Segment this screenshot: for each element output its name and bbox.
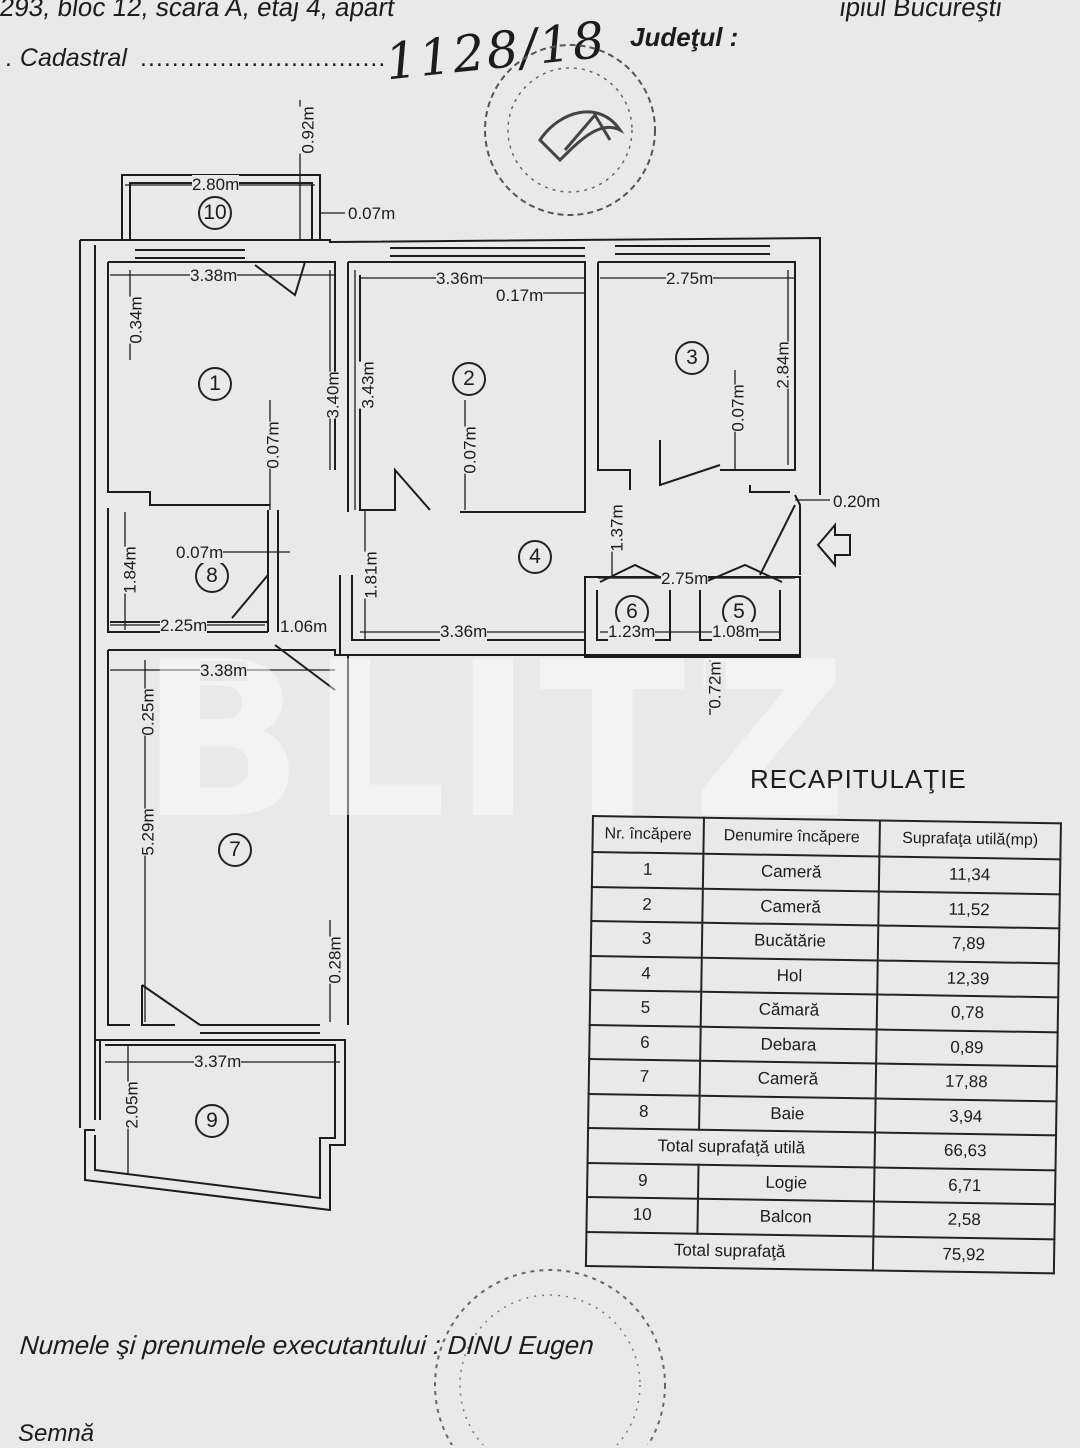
dim-label: 3.38m: [190, 266, 238, 286]
dim-label: 0.07m: [728, 384, 749, 432]
cell: Baie: [699, 1095, 876, 1133]
dim-label: 3.38m: [200, 661, 248, 681]
room-number-1: 1: [198, 367, 232, 401]
dim-label: 3.37m: [194, 1052, 242, 1072]
cell: Balcon: [697, 1198, 874, 1236]
dim-label: 1.81m: [361, 551, 382, 599]
cadastral-label: . Cadastral: [6, 44, 127, 72]
total-useful-label: Total suprafaţă utilă: [587, 1127, 876, 1167]
room-number-7: 7: [218, 833, 252, 867]
dim-label: 2.25m: [160, 616, 208, 636]
dim-label: 3.40m: [323, 371, 344, 419]
cell: Bucătărie: [701, 922, 879, 961]
official-stamp-bottom: [434, 1269, 666, 1445]
cell: 0,89: [876, 1028, 1058, 1067]
cell: 4: [590, 955, 702, 992]
header-room-no: Nr. încăpere: [592, 816, 704, 854]
cell: 3,94: [875, 1097, 1057, 1136]
cell: 5: [589, 989, 702, 1027]
cell: 6: [589, 1024, 701, 1061]
cell: 9: [586, 1162, 699, 1199]
dim-label: 0.72m: [705, 661, 726, 709]
cell: Cămară: [700, 991, 878, 1029]
cell: 3: [590, 921, 703, 958]
cell: 7: [588, 1058, 701, 1096]
total-row: Total suprafaţă 75,92: [585, 1231, 1055, 1274]
cell: Cameră: [699, 1060, 877, 1098]
dim-label: 3.36m: [436, 269, 484, 289]
dim-label: 2.80m: [192, 175, 240, 195]
watermark: BLITZ: [140, 615, 854, 866]
dim-label: 2.75m: [666, 269, 714, 289]
dim-label: 1.08m: [712, 622, 760, 642]
recap-title: RECAPITULAŢIE: [750, 764, 967, 794]
cell: 17,88: [875, 1063, 1058, 1101]
dim-label: 2.84m: [773, 341, 794, 389]
dim-label: 1.37m: [607, 504, 628, 552]
cell: Debara: [700, 1026, 877, 1064]
cell: Cameră: [702, 853, 880, 892]
dim-label: 0.92m: [298, 106, 319, 154]
dim-label: 0.07m: [460, 426, 481, 474]
dim-label: 3.36m: [440, 622, 488, 642]
dim-label: 0.07m: [348, 204, 396, 223]
cell: 6,71: [873, 1166, 1056, 1205]
dim-label: 0.34m: [126, 296, 147, 344]
room-number-10: 10: [198, 196, 232, 230]
dim-label: 0.07m: [176, 543, 224, 563]
cell: Logie: [697, 1164, 875, 1202]
total-value: 75,92: [872, 1235, 1055, 1274]
header-area: Suprafaţa utilă(mp): [879, 820, 1061, 860]
cell: 2,58: [873, 1201, 1055, 1239]
dim-label: 0.17m: [496, 286, 544, 306]
header-room-name: Denumire încăpere: [703, 817, 880, 857]
room-number-3: 3: [675, 341, 709, 375]
total-useful-value: 66,63: [874, 1132, 1057, 1170]
cell: Cameră: [702, 888, 879, 926]
dim-label: 0.25m: [138, 688, 159, 736]
cell: 7,89: [877, 925, 1060, 963]
executor-label: Numele şi prenumele executantului :: [18, 1330, 442, 1360]
room-number-9: 9: [195, 1104, 229, 1138]
dim-label: 0.20m: [833, 492, 881, 511]
room-number-4: 4: [518, 540, 552, 574]
cell: 1: [591, 852, 704, 889]
executor-line: Numele şi prenumele executantului : DINU…: [19, 1330, 595, 1361]
cell: 2: [591, 886, 703, 923]
room-number-2: 2: [452, 362, 486, 396]
room-number-8: 8: [195, 559, 229, 593]
cell: 10: [586, 1196, 698, 1234]
cell: 11,34: [878, 856, 1061, 894]
executor-name: DINU Eugen: [446, 1330, 595, 1360]
total-label: Total suprafaţă: [585, 1231, 874, 1271]
county-label: Judeţul :: [630, 22, 739, 52]
cadastral-dots: ...............................: [140, 44, 387, 72]
dim-label: 1.06m: [280, 617, 328, 636]
cell: Hol: [701, 957, 878, 995]
dim-label: 5.29m: [138, 808, 159, 856]
dim-label: 3.43m: [358, 361, 379, 409]
cell: 11,52: [878, 891, 1060, 929]
cell: 12,39: [877, 960, 1059, 998]
dim-label: 1.84m: [120, 546, 141, 594]
dim-label: 0.28m: [325, 936, 346, 984]
signature-label: Semnă: [18, 1420, 95, 1447]
recap-table: Nr. încăpere Denumire încăpere Suprafaţa…: [585, 815, 1062, 1274]
official-stamp-top: [484, 44, 656, 216]
dim-label: 2.75m: [661, 569, 709, 589]
dim-label: 1.23m: [608, 622, 656, 642]
dim-label: 2.05m: [122, 1081, 143, 1129]
cell: 0,78: [876, 994, 1059, 1032]
dim-label: 0.07m: [263, 421, 284, 469]
cell: 8: [588, 1093, 700, 1130]
